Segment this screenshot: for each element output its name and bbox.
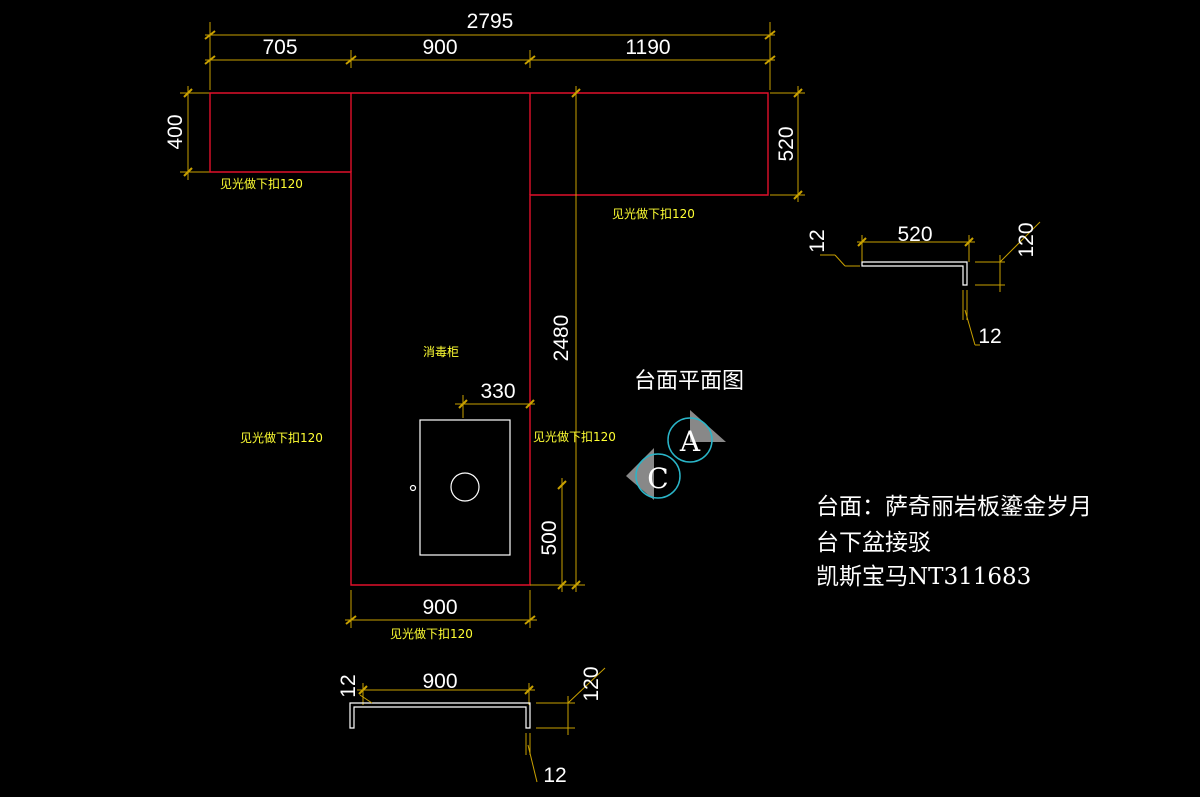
note-right-side: 见光做下扣120: [533, 429, 616, 444]
note-left-top-edge: 见光做下扣120: [220, 176, 303, 191]
drain-icon: [450, 472, 480, 502]
marker-a-label: A: [679, 425, 701, 458]
marker-c-label: C: [647, 462, 668, 495]
dim-12-section-right: 12: [806, 229, 829, 252]
marker-c-circle-icon: [635, 453, 681, 499]
dim-330: 330: [480, 380, 515, 403]
dim-segments-top: 705 900 1190: [204, 36, 776, 68]
dim-12-section-bottom: 12: [337, 674, 360, 697]
label-cabinet: 消毒柜: [423, 345, 459, 359]
dim-120-section-right: 120: [1015, 222, 1038, 257]
marker-a-arrow-icon: [690, 410, 726, 442]
dim-520-section: 520: [897, 223, 932, 246]
dim-120-section-bottom: 120: [580, 666, 603, 701]
dim-right-depth: 520: [770, 86, 805, 202]
dim-bottom-width: 900: [345, 590, 537, 628]
section-detail-bottom: 900 12 120 12: [337, 666, 606, 787]
dim-sink-offset: 330: [455, 380, 535, 418]
note-bottom-edge: 见光做下扣120: [390, 626, 473, 641]
spec-line-model: 凯斯宝马NT311683: [816, 564, 1031, 590]
dim-400: 400: [164, 114, 187, 149]
dim-left-depth: 400: [164, 86, 210, 180]
dim-2480: 2480: [550, 315, 573, 362]
dim-sink-position: 500: [538, 478, 567, 592]
dim-overall-top: 2795: [204, 10, 776, 90]
dim-vertical-total: 2480: [530, 86, 585, 592]
section-markers: A C: [626, 410, 726, 500]
dim-12-lip-right: 12: [978, 325, 1001, 348]
countertop-outline: [209, 92, 769, 586]
marker-c-arrow-icon: [626, 448, 654, 500]
note-right-top-edge: 见光做下扣120: [612, 206, 695, 221]
faucet-hole-icon: [409, 484, 417, 492]
dim-900-section: 900: [422, 670, 457, 693]
dim-1190: 1190: [625, 36, 670, 59]
dim-520: 520: [775, 126, 798, 161]
dim-705: 705: [262, 36, 297, 59]
dim-12-lip-bottom: 12: [543, 764, 566, 787]
material-spec: 台面：萨奇丽岩板鎏金岁月 台下盆接驳 凯斯宝马NT311683: [816, 494, 1092, 590]
spec-line-sink: 台下盆接驳: [816, 530, 931, 556]
drawing-title: 台面平面图: [634, 369, 744, 394]
undermount-sink: [409, 419, 511, 556]
marker-a-circle-icon: [667, 417, 713, 463]
dim-2795: 2795: [467, 10, 514, 33]
spec-line-material: 台面：萨奇丽岩板鎏金岁月: [816, 494, 1092, 520]
note-left-side: 见光做下扣120: [240, 430, 323, 445]
dim-900-bottom: 900: [422, 596, 457, 619]
dim-900-top: 900: [422, 36, 457, 59]
section-detail-right: 520 12 120 12: [806, 221, 1041, 348]
dim-500: 500: [538, 520, 561, 555]
